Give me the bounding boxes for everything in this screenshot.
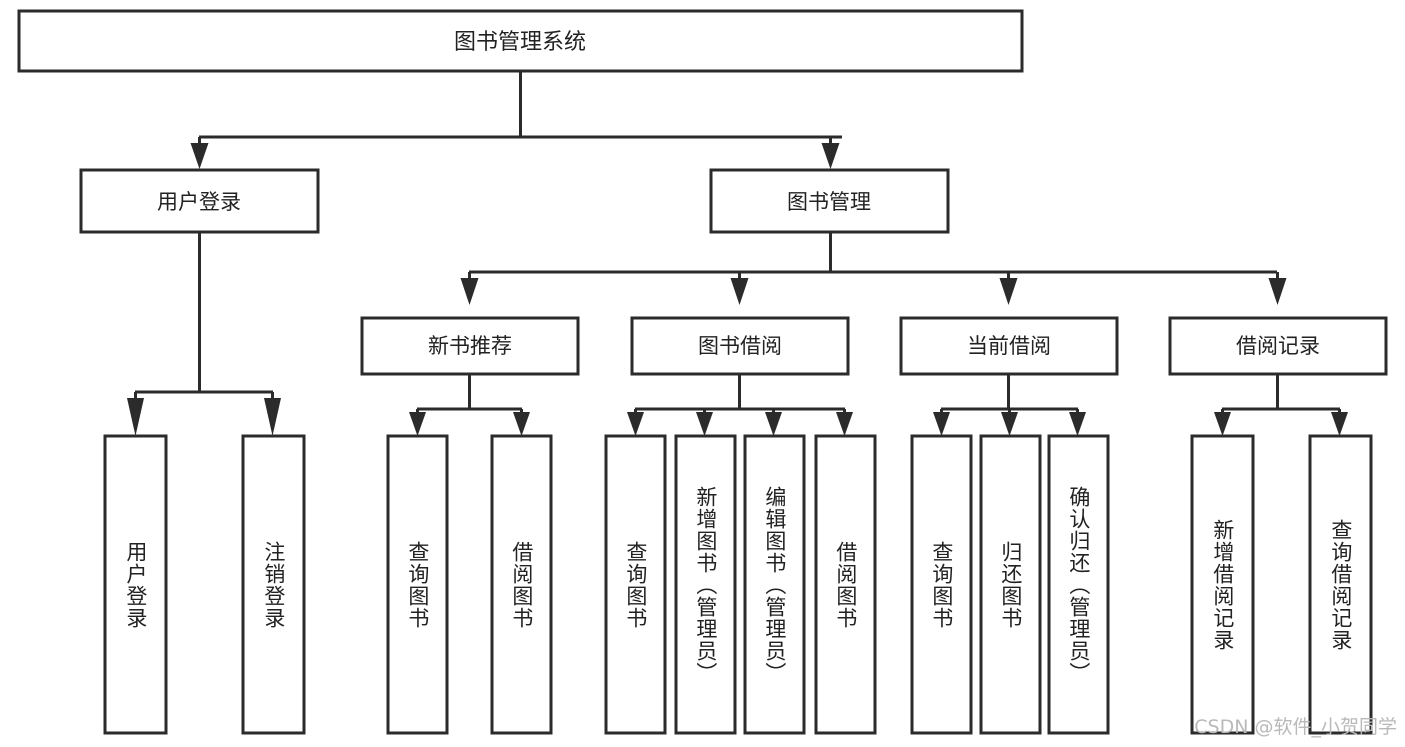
node-root-box[interactable] [17, 9, 1024, 73]
node-borrow-record-box[interactable] [1168, 316, 1388, 376]
leaf-box-query-book-1[interactable] [386, 434, 449, 735]
edges-bookmanage-to-level3 [460, 233, 1287, 305]
edges-root-to-level2 [190, 71, 842, 169]
node-book-borrow-label: 图书借阅 [698, 334, 782, 358]
node-new-book-recommend-label: 新书推荐 [428, 334, 512, 358]
node-book-borrow[interactable]: 图书借阅 [630, 316, 850, 376]
arrow-leaf-add-record [1214, 412, 1231, 436]
node-book-manage-label: 图书管理 [787, 190, 871, 214]
arrow-leaf-confirm-return [1069, 412, 1086, 436]
leaf-box-add-record[interactable] [1190, 434, 1255, 735]
leaf-boxes [103, 434, 1373, 735]
arrow-leaf-query-book-2 [627, 412, 644, 436]
node-root-label: 图书管理系统 [454, 30, 586, 55]
node-borrow-record[interactable]: 借阅记录 [1168, 316, 1388, 376]
node-book-manage[interactable]: 图书管理 [709, 168, 950, 234]
leaf-box-borrow-book-1[interactable] [490, 434, 553, 735]
node-book-manage-box[interactable] [709, 168, 950, 234]
node-new-book-recommend-box[interactable] [360, 316, 580, 376]
leaf-box-confirm-return[interactable] [1047, 434, 1110, 735]
node-current-borrow-label: 当前借阅 [967, 334, 1051, 358]
edges-userlogin-to-leaves [127, 233, 281, 436]
leaf-box-user-login[interactable] [103, 434, 168, 735]
leaf-box-edit-book[interactable] [743, 434, 806, 735]
node-user-login-label: 用户登录 [157, 190, 241, 214]
edges-borrowrecord-to-leaves [1214, 374, 1348, 436]
edges-newbook-to-leaves [409, 374, 530, 436]
arrow-leaf-query-book-3 [933, 412, 950, 436]
arrow-leaf-query-record [1331, 412, 1348, 436]
leaf-box-add-book[interactable] [674, 434, 737, 735]
arrow-current-borrow [999, 278, 1018, 305]
arrow-leaf-edit-book [765, 412, 782, 436]
arrow-leaf-return-book [1001, 412, 1018, 436]
node-current-borrow[interactable]: 当前借阅 [899, 316, 1119, 376]
leaf-box-return-book[interactable] [979, 434, 1042, 735]
edges-currentborrow-to-leaves [933, 374, 1086, 436]
node-root-system[interactable]: 图书管理系统 [17, 9, 1024, 73]
arrow-leaf-add-book [696, 412, 713, 436]
leaf-box-query-book-2[interactable] [604, 434, 667, 735]
arrow-leaf-borrow-book-2 [836, 412, 853, 436]
arrow-new-book-recommend [460, 278, 479, 305]
leaf-box-logout-login[interactable] [241, 434, 306, 735]
node-new-book-recommend[interactable]: 新书推荐 [360, 316, 580, 376]
arrow-user-login [190, 143, 209, 169]
leaf-box-borrow-book-2[interactable] [814, 434, 877, 735]
node-user-login-box[interactable] [79, 168, 320, 234]
edges-bookborrow-to-leaves [627, 374, 853, 436]
arrow-leaf-logout-login [264, 398, 281, 436]
arrow-book-manage [821, 143, 840, 169]
node-current-borrow-box[interactable] [899, 316, 1119, 376]
arrow-leaf-query-book-1 [409, 412, 426, 436]
leaf-box-query-book-3[interactable] [910, 434, 973, 735]
arrow-leaf-borrow-book-1 [513, 412, 530, 436]
arrow-book-borrow [730, 278, 749, 305]
node-borrow-record-label: 借阅记录 [1236, 334, 1320, 358]
node-book-borrow-box[interactable] [630, 316, 850, 376]
leaf-box-query-record[interactable] [1308, 434, 1373, 735]
node-user-login[interactable]: 用户登录 [79, 168, 320, 234]
arrow-borrow-record [1268, 278, 1287, 305]
arrow-leaf-user-login [127, 398, 144, 436]
